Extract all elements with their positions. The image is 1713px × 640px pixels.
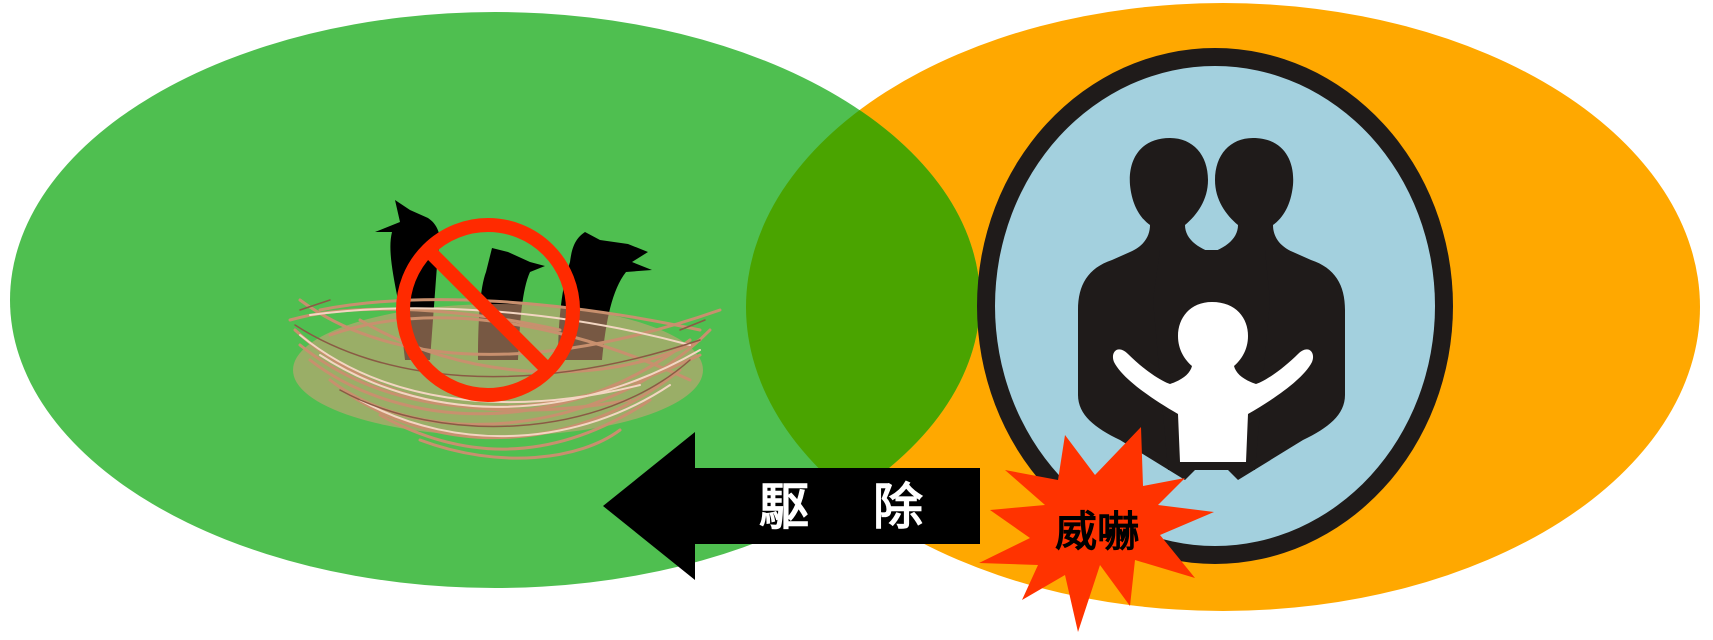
left-arrow-icon	[603, 432, 980, 580]
family-icon	[977, 48, 1453, 564]
arrow-label-left: 駆	[759, 478, 809, 536]
nest	[288, 298, 722, 460]
burst-label: 威嚇	[1055, 507, 1139, 556]
arrow-label-right: 除	[873, 478, 924, 536]
prohibition-icon	[396, 218, 580, 402]
crows-in-nest-icon	[288, 200, 722, 460]
explosion-burst-icon	[979, 427, 1214, 632]
